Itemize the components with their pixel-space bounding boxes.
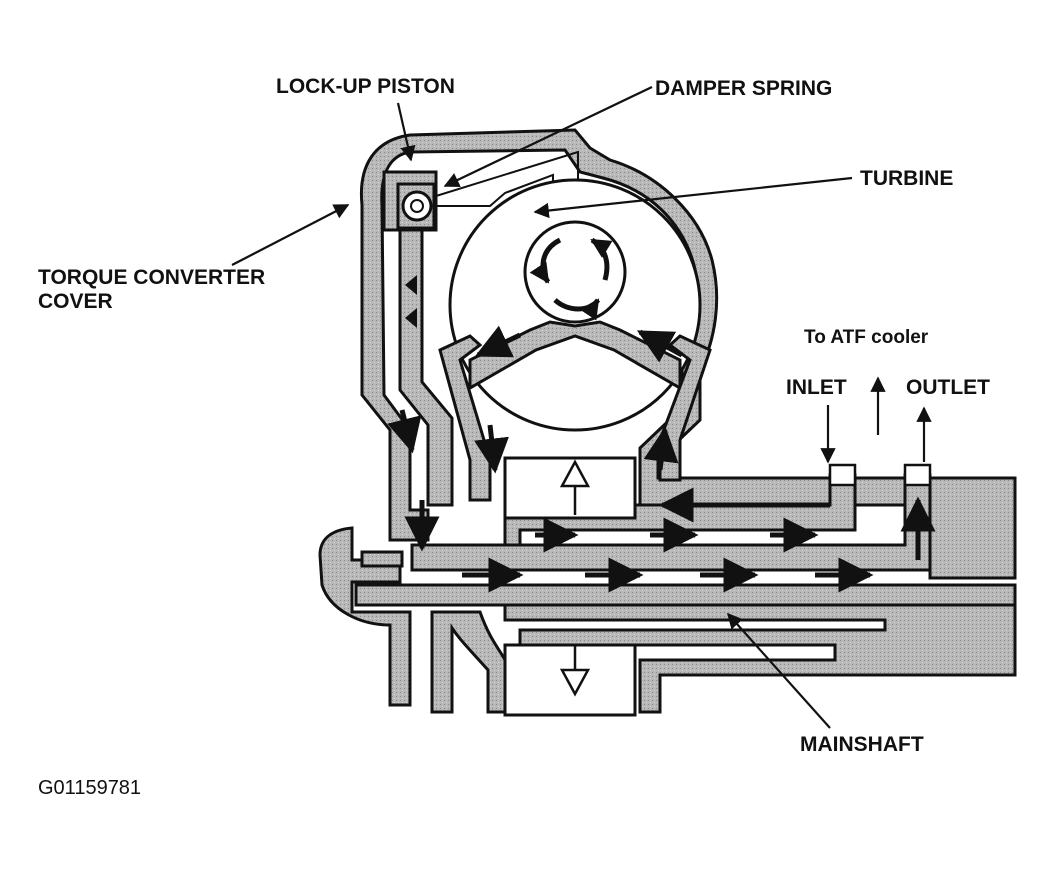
svg-text:COVER: COVER (38, 290, 113, 313)
impeller-hub (430, 610, 507, 714)
label-inlet: INLET (786, 376, 847, 464)
svg-text:OUTLET: OUTLET (906, 376, 990, 399)
mainshaft (318, 463, 1017, 714)
figure-id: G01159781 (38, 777, 141, 799)
label-to-atf-cooler: To ATF cooler (804, 327, 929, 348)
label-lockup-piston: LOCK-UP PISTON (276, 75, 455, 162)
svg-text:MAINSHAFT: MAINSHAFT (800, 733, 924, 756)
svg-text:TURBINE: TURBINE (860, 167, 953, 190)
cover-flow-arrows (387, 275, 422, 454)
svg-text:INLET: INLET (786, 376, 847, 399)
down-arrow-icon (559, 668, 591, 697)
label-turbine: TURBINE (533, 167, 953, 219)
stator-housing-lower (503, 643, 637, 717)
label-mainshaft: MAINSHAFT (726, 612, 924, 756)
svg-text:LOCK-UP PISTON: LOCK-UP PISTON (276, 75, 455, 98)
svg-text:To ATF cooler: To ATF cooler (804, 327, 929, 348)
label-outlet: OUTLET (906, 376, 990, 462)
svg-text:TORQUE CONVERTER: TORQUE CONVERTER (38, 266, 265, 289)
label-damper-spring: DAMPER SPRING (443, 77, 832, 187)
label-torque-converter-cover: TORQUE CONVERTER COVER (38, 204, 350, 313)
turbine (438, 178, 712, 502)
svg-text:DAMPER SPRING: DAMPER SPRING (655, 77, 832, 100)
stator-housing-upper (503, 456, 637, 520)
